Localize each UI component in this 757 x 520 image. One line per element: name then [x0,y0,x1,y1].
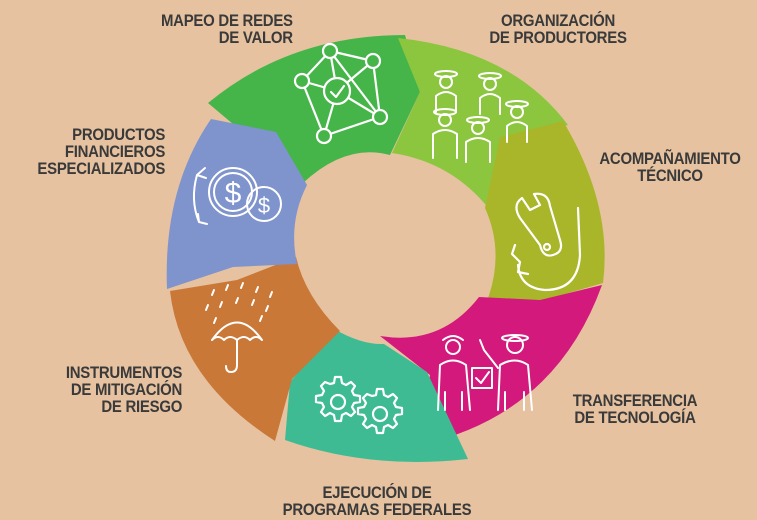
dollar-sign-small: $ [258,193,270,218]
label-mapeo: MAPEO DE REDES DE VALOR [161,11,293,47]
label-transferencia: TRANSFERENCIA DE TECNOLOGÍA [572,391,698,427]
umbrella-rain-icon [205,282,273,373]
segment-organizacion [392,38,568,210]
producers-group-icon [432,70,529,163]
segment-productos [166,119,307,289]
label-productos: PRODUCTOS FINANCIEROS ESPECIALIZADOS [37,125,165,178]
wrench-gear-icon [510,192,582,292]
technicians-icon [437,334,533,411]
label-organizacion: ORGANIZACIÓN DE PRODUCTORES [489,11,627,47]
network-check-icon [293,42,389,145]
dollar-sign-large: $ [225,177,242,210]
gears-icon [314,375,404,435]
label-acompanamiento: ACOMPAÑAMIENTO TÉCNICO [599,149,741,185]
dollar-coins-icon [193,167,282,225]
label-instrumentos: INSTRUMENTOS DE MITIGACIÓN DE RIESGO [65,363,183,416]
label-ejecucion: EJECUCIÓN DE PROGRAMAS FEDERALES [282,483,472,519]
segment-instrumentos [170,257,340,441]
